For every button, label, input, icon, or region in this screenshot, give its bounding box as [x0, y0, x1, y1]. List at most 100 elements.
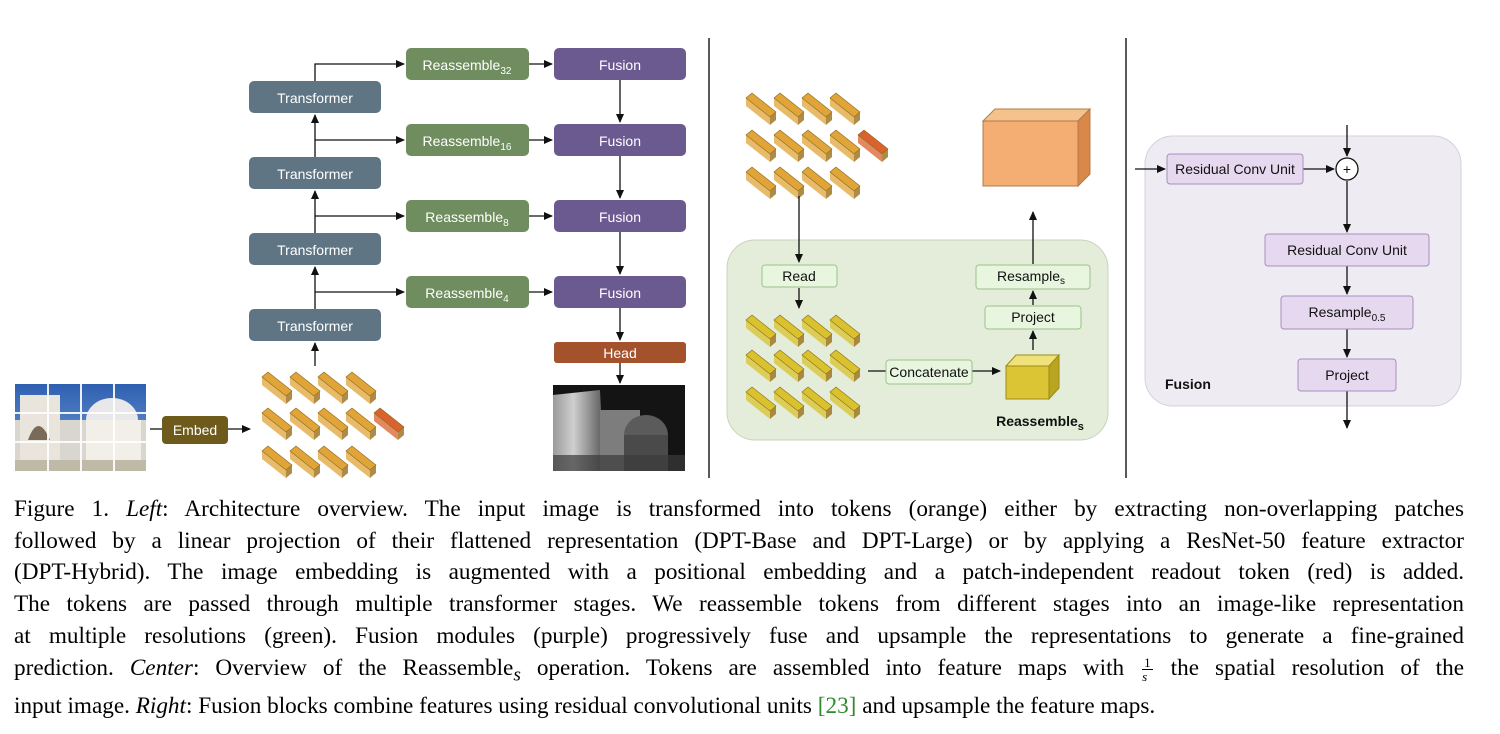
read-block: Read [761, 264, 838, 288]
token-30 [745, 349, 777, 382]
transformer-stage-2: Transformer [249, 233, 381, 265]
resample-0.5-block: Resample0.5 [1280, 295, 1414, 330]
token-35 [773, 386, 805, 419]
svg-text:Residual Conv Unit: Residual Conv Unit [1287, 242, 1407, 258]
feature-map-cube [981, 107, 1092, 188]
svg-text:Transformer: Transformer [277, 242, 353, 258]
caption-line-7: input image. Right: Fusion blocks combin… [14, 692, 1156, 719]
concat-output-block [1004, 353, 1061, 401]
token-33 [829, 349, 861, 382]
head-block: Head [554, 342, 686, 363]
token-9 [261, 445, 293, 478]
token-10 [289, 445, 321, 478]
token-37 [829, 386, 861, 419]
transformer-stage-3: Transformer [249, 157, 381, 189]
reassemble-16: Reassemble16 [406, 124, 529, 156]
svg-text:+: + [1343, 161, 1351, 177]
token-25 [829, 166, 861, 199]
fusion-block-3: Fusion [554, 200, 686, 232]
token-23 [773, 166, 805, 199]
svg-text:Reassemble32: Reassemble32 [423, 57, 512, 77]
svg-text:Fusion: Fusion [599, 285, 641, 301]
input-image [15, 384, 146, 471]
architecture-figure: Embed Transformer Transformer Transforme… [15, 38, 1462, 478]
resample-s-block: Resamples [975, 264, 1091, 290]
fusion-block-2: Fusion [554, 124, 686, 156]
token-28 [801, 314, 833, 347]
caption-line-2: followed by a linear projection of their… [14, 527, 1464, 554]
token-21 [857, 129, 889, 162]
citation-link[interactable]: [23] [817, 692, 857, 719]
token-32 [801, 349, 833, 382]
svg-text:Resample0.5: Resample0.5 [1309, 304, 1386, 324]
svg-text:Transformer: Transformer [277, 166, 353, 182]
fusion-title: Fusion [1165, 376, 1211, 392]
svg-text:Reassemble4: Reassemble4 [425, 285, 509, 305]
token-17 [745, 129, 777, 162]
svg-text:Fusion: Fusion [599, 57, 641, 73]
token-4 [261, 407, 293, 440]
token-6 [317, 407, 349, 440]
reassemble-8: Reassemble8 [406, 200, 529, 232]
token-19 [801, 129, 833, 162]
caption-line-5: at multiple resolutions (green). Fusion … [14, 622, 1464, 649]
reassemble-32: Reassemble32 [406, 48, 529, 80]
svg-text:Reassemble8: Reassemble8 [425, 209, 509, 229]
token-15 [801, 92, 833, 125]
token-27 [773, 314, 805, 347]
reassemble-title: Reassembles [996, 413, 1084, 433]
token-7 [345, 407, 377, 440]
token-34 [745, 386, 777, 419]
token-2 [317, 371, 349, 404]
fusion-block-4: Fusion [554, 276, 686, 308]
token-3 [345, 371, 377, 404]
svg-text:Head: Head [603, 345, 636, 361]
svg-text:Concatenate: Concatenate [889, 364, 969, 380]
token-16 [829, 92, 861, 125]
svg-text:Read: Read [782, 268, 815, 284]
caption-line-3: (DPT-Hybrid). The image embedding is aug… [14, 559, 1464, 586]
token-5 [289, 407, 321, 440]
figure-caption: Figure 1. Left: Architecture overview. T… [14, 494, 1464, 723]
token-36 [801, 386, 833, 419]
caption-line-4: The tokens are passed through multiple t… [14, 591, 1464, 618]
token-12 [345, 445, 377, 478]
caption-line-1: Figure 1. Left: Architecture overview. T… [14, 496, 1464, 522]
project-block-center: Project [984, 305, 1082, 330]
residual-conv-unit-1: Residual Conv Unit [1166, 153, 1304, 185]
depth-output-image [553, 385, 685, 471]
token-8 [373, 407, 405, 440]
residual-conv-unit-2: Residual Conv Unit [1264, 233, 1430, 267]
token-0 [261, 371, 293, 404]
svg-text:Transformer: Transformer [277, 318, 353, 334]
token-31 [773, 349, 805, 382]
token-14 [773, 92, 805, 125]
concatenate-block: Concatenate [885, 359, 973, 385]
embed-label: Embed [173, 422, 217, 438]
token-24 [801, 166, 833, 199]
svg-text:Project: Project [1011, 309, 1055, 325]
svg-text:Fusion: Fusion [599, 209, 641, 225]
svg-text:Reassemble16: Reassemble16 [423, 133, 512, 153]
svg-text:Residual Conv Unit: Residual Conv Unit [1175, 161, 1295, 177]
token-13 [745, 92, 777, 125]
read-output-tokens [745, 314, 861, 419]
token-29 [829, 314, 861, 347]
fusion-block-1: Fusion [554, 48, 686, 80]
token-18 [773, 129, 805, 162]
svg-text:Resamples: Resamples [997, 268, 1065, 287]
transformer-stage-4: Transformer [249, 81, 381, 113]
fusion-container [1144, 135, 1462, 407]
embed-block: Embed [162, 416, 228, 444]
token-11 [317, 445, 349, 478]
project-block-right: Project [1297, 358, 1397, 392]
plus-node: + [1335, 157, 1359, 181]
token-1 [289, 371, 321, 404]
transformer-stage-1: Transformer [249, 309, 381, 341]
input-tokens [261, 371, 405, 478]
token-26 [745, 314, 777, 347]
caption-line-6: prediction. Center: Overview of the Reas… [14, 654, 1465, 686]
token-22 [745, 166, 777, 199]
svg-text:Fusion: Fusion [599, 133, 641, 149]
